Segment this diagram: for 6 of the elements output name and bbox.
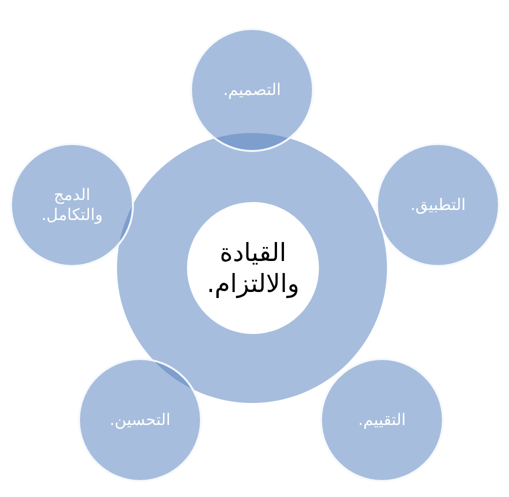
circle-label: التحسين. xyxy=(110,410,170,430)
circle-label: التصميم. xyxy=(223,80,281,100)
circle-label: التطبيق. xyxy=(410,195,466,215)
circle-label: التقييم. xyxy=(358,410,406,430)
circle-label: القيادة والالتزام. xyxy=(206,236,300,300)
circle-label: الدمج والتكامل. xyxy=(40,185,104,225)
